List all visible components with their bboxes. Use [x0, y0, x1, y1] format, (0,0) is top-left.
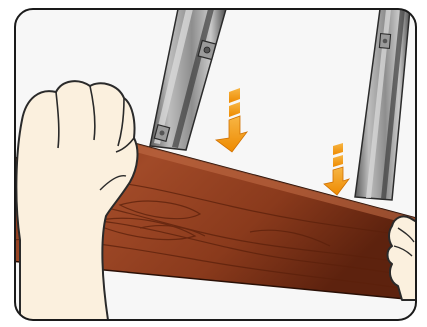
illustration-canvas — [0, 0, 427, 327]
instruction-illustration — [0, 0, 427, 327]
